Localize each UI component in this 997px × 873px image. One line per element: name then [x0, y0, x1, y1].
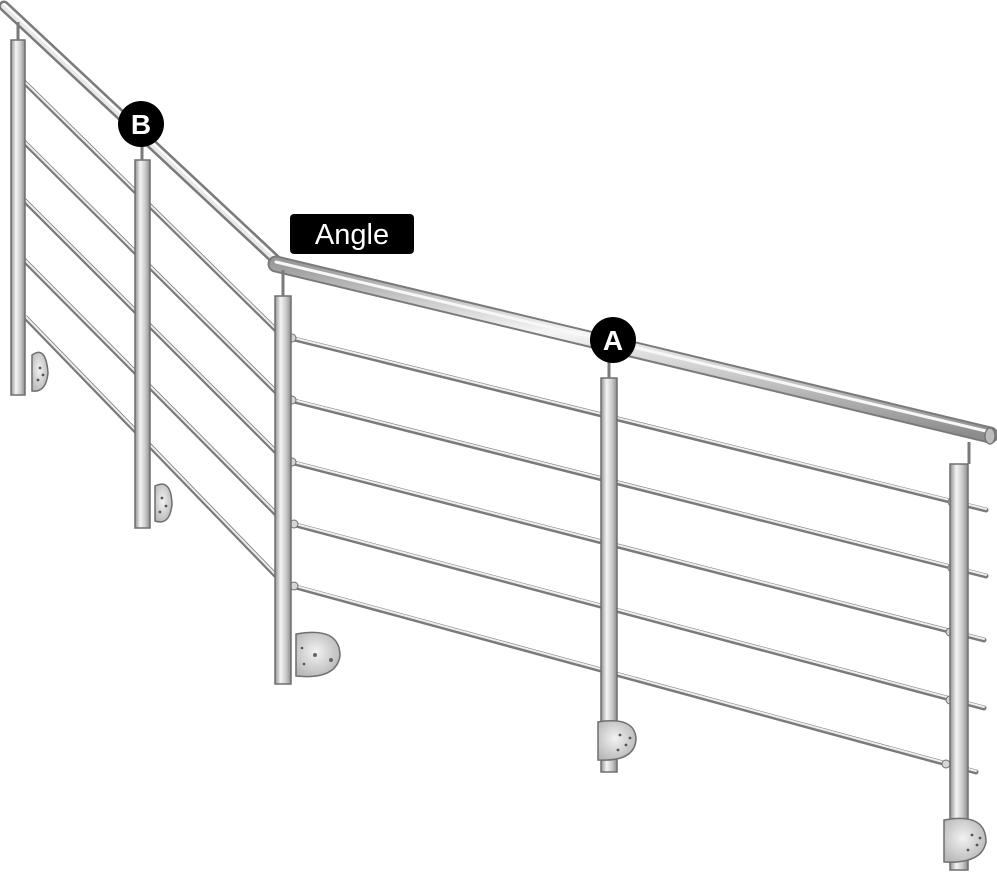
- level-handrail: [267, 255, 997, 445]
- post-a: [597, 350, 637, 773]
- stair-section: [0, 0, 284, 581]
- post-b: [134, 145, 173, 529]
- post-angle: [274, 270, 341, 685]
- label-angle-text: Angle: [315, 219, 389, 251]
- post-right-end: [943, 442, 987, 871]
- label-b-text: B: [131, 109, 151, 140]
- level-section: [267, 255, 997, 871]
- label-angle-box: Angle: [290, 214, 414, 254]
- post-far-left: [10, 22, 49, 396]
- label-b-marker: B: [118, 101, 164, 147]
- label-a-text: A: [603, 325, 623, 356]
- label-a-marker: A: [590, 317, 636, 363]
